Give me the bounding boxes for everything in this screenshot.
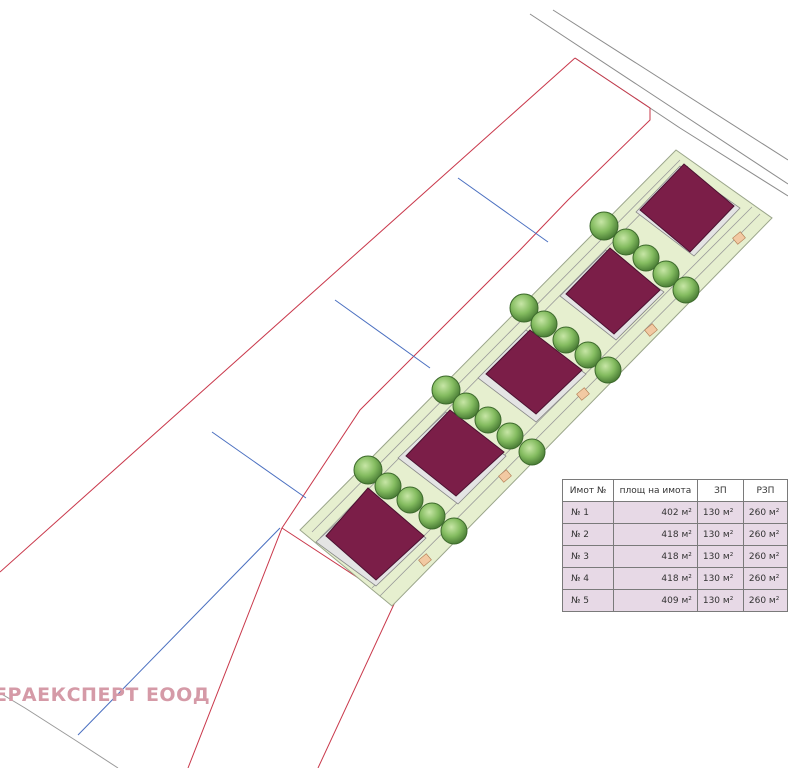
tree bbox=[594, 356, 622, 384]
table-row: № 2 418 м² 130 м² 260 м² bbox=[561, 523, 788, 546]
header-plot-area: площ на имота bbox=[613, 479, 698, 502]
table-row: № 1 402 м² 130 м² 260 м² bbox=[561, 501, 788, 524]
tree bbox=[589, 211, 619, 241]
house-2 bbox=[397, 409, 507, 505]
cell-gross-area: 260 м² bbox=[742, 589, 788, 612]
cell-built-area: 130 м² bbox=[696, 523, 744, 546]
house-1 bbox=[315, 487, 427, 587]
tree bbox=[652, 260, 680, 288]
cell-plot-number: № 3 bbox=[561, 545, 615, 568]
cell-plot-area: 402 м² bbox=[613, 501, 698, 524]
tree bbox=[509, 293, 539, 323]
cell-plot-area: 418 м² bbox=[613, 545, 698, 568]
tree bbox=[530, 310, 558, 338]
tree bbox=[396, 486, 424, 514]
tree bbox=[431, 375, 461, 405]
tree bbox=[632, 244, 660, 272]
tree bbox=[452, 392, 480, 420]
tree bbox=[496, 422, 524, 450]
tree bbox=[672, 276, 700, 304]
tree bbox=[418, 502, 446, 530]
subdivision-lines bbox=[77, 177, 549, 736]
houses bbox=[315, 163, 741, 587]
cell-gross-area: 260 м² bbox=[742, 545, 788, 568]
cell-plot-number: № 4 bbox=[561, 567, 615, 590]
tree bbox=[552, 326, 580, 354]
tree bbox=[374, 472, 402, 500]
cell-built-area: 130 м² bbox=[696, 501, 744, 524]
tree bbox=[353, 455, 383, 485]
cell-gross-area: 260 м² bbox=[742, 501, 788, 524]
plot-boundary bbox=[0, 57, 651, 768]
subdivision-lines-grey bbox=[0, 692, 119, 768]
cell-plot-number: № 1 bbox=[561, 501, 615, 524]
tree bbox=[574, 341, 602, 369]
trees bbox=[353, 211, 700, 545]
header-gross-area: РЗП bbox=[742, 479, 788, 502]
cell-built-area: 130 м² bbox=[696, 589, 744, 612]
plot-area-table: Имот № площ на имота ЗП РЗП № 1 402 м² 1… bbox=[561, 479, 788, 612]
cell-built-area: 130 м² bbox=[696, 545, 744, 568]
header-built-area: ЗП bbox=[696, 479, 744, 502]
table-row: № 3 418 м² 130 м² 260 м² bbox=[561, 545, 788, 568]
tree bbox=[474, 406, 502, 434]
cell-plot-area: 418 м² bbox=[613, 567, 698, 590]
header-plot-number: Имот № bbox=[561, 479, 615, 502]
house-3 bbox=[477, 329, 587, 423]
cell-built-area: 130 м² bbox=[696, 567, 744, 590]
parking-pads bbox=[418, 231, 746, 567]
table-row: № 5 409 м² 130 м² 260 м² bbox=[561, 589, 788, 612]
cell-plot-number: № 5 bbox=[561, 589, 615, 612]
house-4 bbox=[559, 247, 665, 341]
company-watermark: ЕРАЕКСПЕРТ ЕООД bbox=[0, 684, 211, 706]
house-5 bbox=[635, 163, 741, 257]
table-header-row: Имот № площ на имота ЗП РЗП bbox=[561, 479, 788, 502]
tree bbox=[612, 228, 640, 256]
cell-plot-area: 418 м² bbox=[613, 523, 698, 546]
tree bbox=[518, 438, 546, 466]
cell-gross-area: 260 м² bbox=[742, 523, 788, 546]
cell-plot-number: № 2 bbox=[561, 523, 615, 546]
table-row: № 4 418 м² 130 м² 260 м² bbox=[561, 567, 788, 590]
cell-plot-area: 409 м² bbox=[613, 589, 698, 612]
cell-gross-area: 260 м² bbox=[742, 567, 788, 590]
tree bbox=[440, 517, 468, 545]
